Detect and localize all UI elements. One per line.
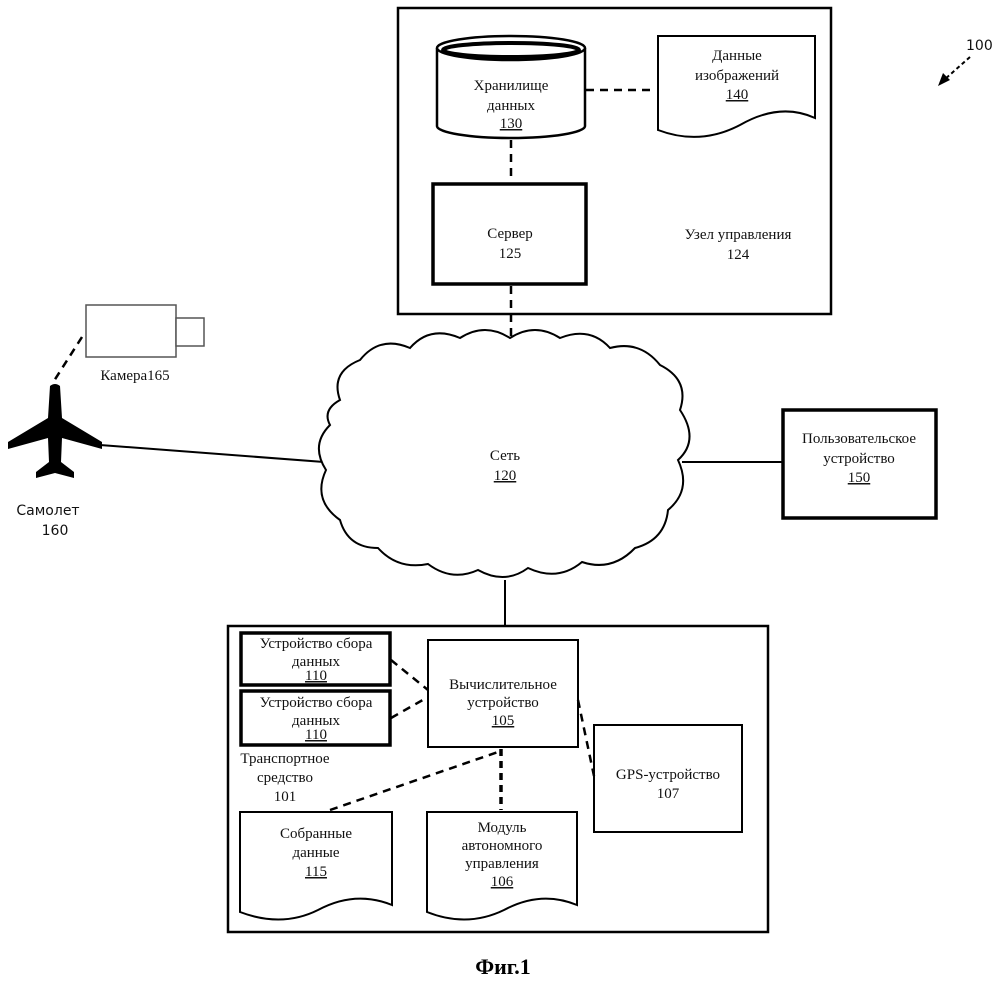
aircraft-network-link bbox=[100, 445, 324, 462]
data-collector-2-label-1: Устройство сбора bbox=[260, 695, 373, 711]
computing-device-box bbox=[428, 640, 578, 747]
image-data-label-1: Данные bbox=[712, 48, 762, 64]
camera-icon bbox=[86, 305, 204, 357]
gps-number: 107 bbox=[657, 786, 680, 802]
data-storage-label-1: Хранилище bbox=[474, 78, 549, 94]
collected-data-label-2: данные bbox=[292, 845, 339, 861]
control-node-label: Узел управления bbox=[685, 227, 792, 243]
camera-label: Камера165 bbox=[100, 368, 169, 384]
image-data-number: 140 bbox=[726, 87, 749, 103]
control-node-number: 124 bbox=[727, 247, 750, 263]
data-storage-label-2: данных bbox=[487, 98, 535, 114]
autonomous-module-label-1: Модуль bbox=[478, 820, 527, 836]
network-number: 120 bbox=[494, 468, 517, 484]
autonomous-module-label-2: автономного bbox=[462, 838, 543, 854]
collected-data-label-1: Собранные bbox=[280, 826, 352, 842]
computing-device-number: 105 bbox=[492, 713, 515, 729]
image-data-label-2: изображений bbox=[695, 68, 779, 84]
user-device-label-2: устройство bbox=[823, 451, 895, 467]
server-number: 125 bbox=[499, 246, 522, 262]
aircraft-icon bbox=[8, 384, 102, 478]
vehicle-number: 101 bbox=[274, 789, 297, 805]
ref-arrow-icon bbox=[938, 57, 970, 86]
data-collector-1-label-1: Устройство сбора bbox=[260, 636, 373, 652]
aircraft-number: 160 bbox=[42, 523, 69, 539]
network-label: Сеть bbox=[490, 448, 520, 464]
figure-caption: Фиг.1 bbox=[475, 954, 531, 979]
data-collector-2-number: 110 bbox=[305, 727, 327, 743]
gps-label: GPS-устройство bbox=[616, 767, 720, 783]
user-device-label-1: Пользовательское bbox=[802, 431, 916, 447]
aircraft-label: Самолет bbox=[16, 503, 79, 519]
server-label: Сервер bbox=[487, 226, 533, 242]
computing-device-label-1: Вычислительное bbox=[449, 677, 557, 693]
computing-device-label-2: устройство bbox=[467, 695, 539, 711]
autonomous-module-label-3: управления bbox=[465, 856, 539, 872]
ref-label-100: 100 bbox=[966, 38, 993, 54]
autonomous-module-number: 106 bbox=[491, 874, 514, 890]
vehicle-label-2: средство bbox=[257, 770, 313, 786]
vehicle-label-1: Транспортное bbox=[240, 751, 330, 767]
data-storage-number: 130 bbox=[500, 116, 523, 132]
camera-aircraft-link bbox=[52, 337, 82, 384]
data-collector-1-number: 110 bbox=[305, 668, 327, 684]
collected-data-number: 115 bbox=[305, 864, 327, 880]
user-device-number: 150 bbox=[848, 470, 871, 486]
